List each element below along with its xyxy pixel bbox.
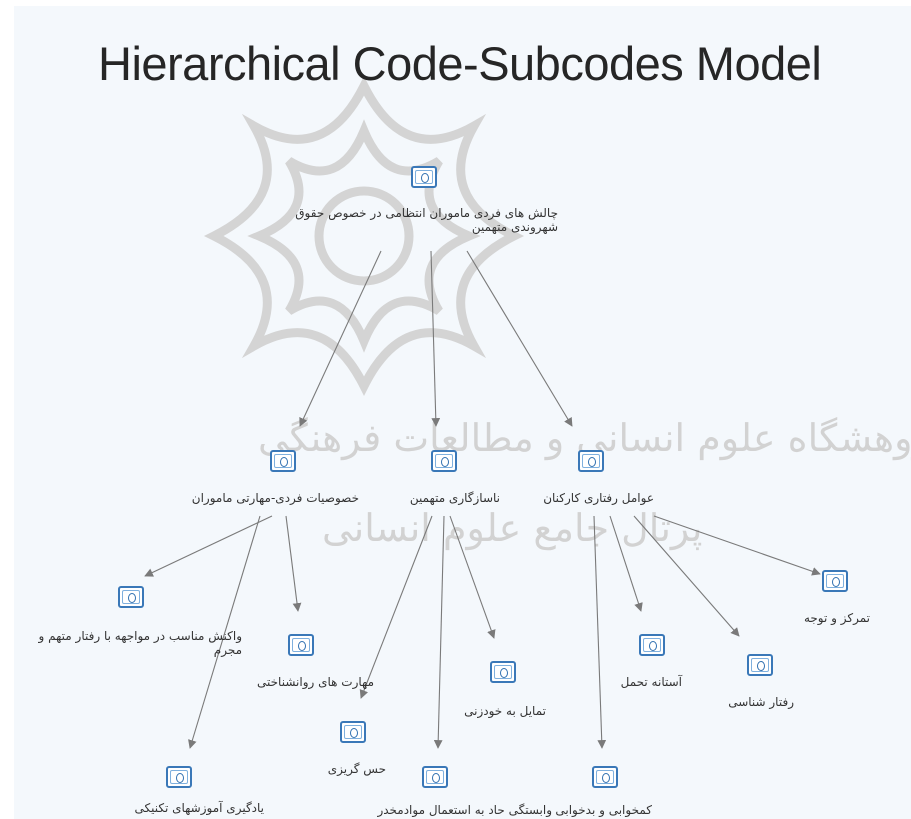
code-icon: [288, 634, 314, 656]
edge-staff_behavior-to-tolerance: [609, 515, 643, 612]
node-self-harm-label: تمایل به خودزنی: [464, 704, 546, 718]
node-inappropriate-reaction-label: واکنش مناسب در مواجهه با رفتار متهم و مج…: [38, 629, 242, 657]
edge-individual_skills-to-psych_skills: [285, 515, 302, 612]
node-learning-techniques-label: یادگیری آموزشهای تکنیکی: [134, 801, 264, 815]
code-icon: [578, 450, 604, 472]
code-icon: [639, 634, 665, 656]
edge-suspect_incompatibility-to-self_harm: [449, 515, 496, 639]
edge-root-to-individual_skills: [299, 250, 382, 427]
node-suspect-incompatibility-label: ناسازگاری متهمین: [409, 491, 500, 505]
code-icon: [592, 766, 618, 788]
code-icon: [166, 766, 192, 788]
code-icon: [422, 766, 448, 788]
node-staff-behavior-label: عوامل رفتاری کارکنان: [543, 491, 654, 505]
edge-suspect_incompatibility-to-escape_tendency: [359, 515, 433, 699]
code-icon: [431, 450, 457, 472]
edge-staff_behavior-to-negligence: [593, 515, 607, 749]
node-escape-tendency-label: حس گریزی: [327, 762, 386, 776]
node-addiction-label: وابستگی حاد به استعمال موادمخدر: [377, 803, 552, 817]
node-individual-skills-label: خصوصیات فردی-مهارتی ماموران: [191, 491, 359, 505]
code-icon: [822, 570, 848, 592]
code-icon: [490, 661, 516, 683]
edge-root-to-staff_behavior: [466, 250, 573, 427]
code-icon: [118, 586, 144, 608]
edge-suspect_incompatibility-to-addiction: [433, 515, 445, 749]
edge-staff_behavior-to-focus: [653, 515, 821, 576]
node-root-label: چالش های فردی ماموران انتظامی در خصوص حق…: [295, 206, 558, 234]
diagram-canvas: پژوهشگاه علوم انسانی و مطالعات فرهنگی پر…: [14, 6, 911, 819]
watermark-emblem: [203, 75, 525, 397]
edge-individual_skills-to-inappropriate_reaction: [144, 515, 273, 577]
code-icon: [747, 654, 773, 676]
watermark-text-line2: پرتال جامع علوم انسانی: [322, 506, 703, 550]
edge-root-to-suspect_incompatibility: [430, 250, 441, 427]
edge-staff_behavior-to-behavioral_science: [633, 515, 740, 637]
node-focus-label: تمرکز و توجه: [803, 611, 870, 625]
node-tolerance-label: آستانه تحمل: [620, 675, 682, 689]
node-behavioral-science-label: رفتار شناسی: [728, 695, 794, 709]
diagram-title: Hierarchical Code-Subcodes Model: [98, 37, 822, 90]
node-negligence-label: کمخوابی و بدخوابی: [555, 803, 652, 817]
edge-layer: [144, 250, 821, 749]
code-icon: [270, 450, 296, 472]
edge-individual_skills-to-learning_techniques: [188, 515, 261, 749]
code-icon: [411, 166, 437, 188]
node-psych-skills-label: مهارت های روانشناختی: [257, 675, 374, 689]
code-icon: [340, 721, 366, 743]
